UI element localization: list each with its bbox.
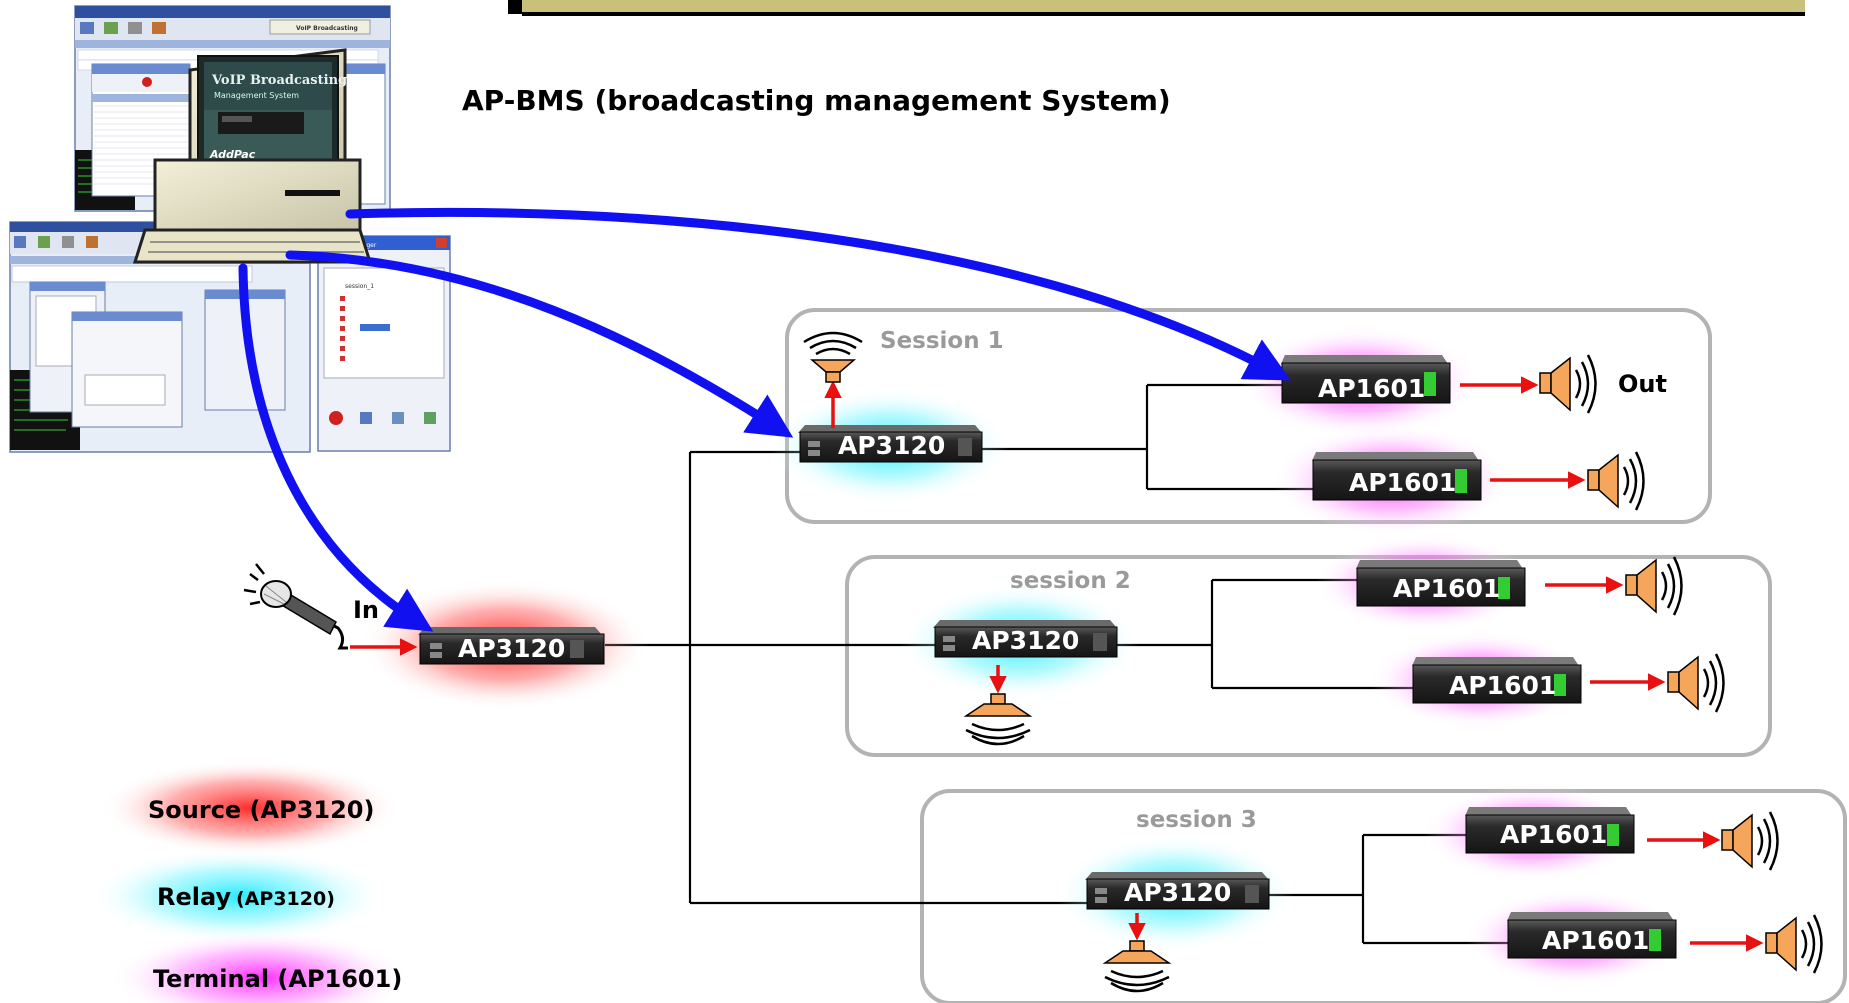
control-arrows — [238, 207, 1291, 632]
legend-relay: Relay — [157, 883, 231, 911]
out-label: Out — [1618, 370, 1667, 398]
terminal-device-2a: AP1601 — [1356, 560, 1526, 607]
svg-text:VoIP Broadcasting: VoIP Broadcasting — [296, 25, 358, 32]
relay-device-1: AP3120 — [798, 425, 983, 463]
legend-terminal: Terminal (AP1601) — [153, 965, 402, 993]
terminal-device-1b: AP1601 — [1312, 452, 1482, 501]
relay-device-3: AP3120 — [1085, 872, 1270, 910]
in-label: In — [353, 596, 379, 624]
terminal-device-1a: AP1601 — [1281, 355, 1451, 404]
management-screenshots: VoIP Broadcasting — [9, 5, 451, 453]
header-bar — [508, 0, 1805, 16]
terminal-device-3a-label: AP1601 — [1500, 820, 1607, 849]
speaker-icon-2b — [1667, 653, 1725, 713]
terminal-device-2b-label: AP1601 — [1449, 671, 1556, 700]
page-title: AP-BMS (broadcasting management System) — [462, 84, 1171, 117]
svg-text:AddPac: AddPac — [209, 148, 256, 161]
legend-source: Source (AP3120) — [148, 796, 374, 824]
legend: Source (AP3120) Relay (AP3120) Terminal … — [88, 760, 410, 1003]
relay-device-2-label: AP3120 — [972, 626, 1079, 655]
terminal-device-1a-label: AP1601 — [1318, 374, 1425, 403]
local-speaker-icon-3 — [1102, 940, 1172, 993]
local-speaker-icon-1 — [803, 331, 863, 383]
local-speaker-icon-2 — [963, 693, 1033, 746]
terminal-device-3b-label: AP1601 — [1542, 926, 1649, 955]
speaker-icon-3b — [1765, 914, 1823, 974]
terminal-device-3b: AP1601 — [1507, 912, 1677, 959]
brand-title: VoIP Broadcasting — [211, 73, 347, 88]
relay-device-1-label: AP3120 — [838, 431, 945, 460]
terminal-device-2b: AP1601 — [1412, 657, 1582, 704]
relay-device-2: AP3120 — [933, 620, 1118, 658]
relay-device-3-label: AP3120 — [1124, 878, 1231, 907]
terminal-device-2a-label: AP1601 — [1393, 574, 1500, 603]
output-arrows — [350, 376, 1764, 952]
terminal-device-1b-label: AP1601 — [1349, 468, 1456, 497]
source-device: AP3120 — [418, 627, 605, 665]
speaker-icon-2a — [1625, 556, 1683, 616]
network-lines — [605, 383, 1508, 945]
svg-text:Management System: Management System — [214, 91, 299, 100]
session-3-label: session 3 — [1136, 807, 1257, 833]
session-1-label: Session 1 — [880, 328, 1004, 354]
speaker-icon-1a — [1539, 354, 1597, 414]
legend-relay-model: (AP3120) — [236, 888, 335, 910]
computer-icon: VoIP Broadcasting Management System AddP… — [132, 48, 373, 264]
session-3-box — [920, 789, 1847, 1003]
speaker-icon-3a — [1721, 811, 1779, 871]
microphone-icon — [243, 563, 348, 650]
session-2-box — [845, 555, 1772, 757]
svg-text:session_1: session_1 — [345, 283, 374, 290]
source-device-label: AP3120 — [458, 634, 565, 663]
terminal-device-3a: AP1601 — [1465, 807, 1635, 854]
speaker-icon-1b — [1587, 451, 1645, 511]
